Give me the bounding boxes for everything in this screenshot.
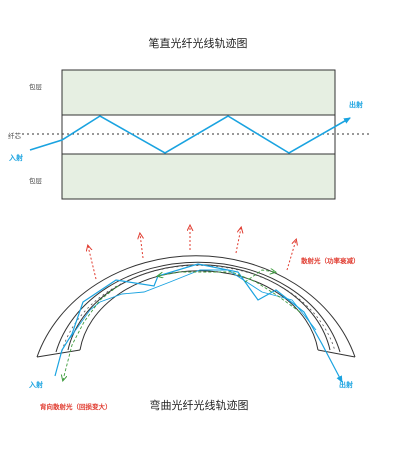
bent-output-label: 出射: [339, 380, 353, 389]
bent-ray-path-1: [54, 263, 343, 383]
backscatter-path-2: [63, 285, 119, 380]
bent-core-inner: [67, 264, 331, 351]
bent-end-left: [36, 349, 81, 358]
cladding-top-label: 包层: [29, 82, 43, 91]
cladding-bottom: [61, 153, 336, 200]
straight-ray-path: [29, 115, 351, 154]
scatter-arrow-4: [235, 228, 241, 254]
backscatter-label: 背向散射光（回损变大）: [40, 402, 112, 411]
bent-title: 弯曲光纤光线轨迹图: [150, 398, 249, 412]
cladding-bottom-label: 包层: [29, 176, 43, 185]
bent-ray-path-2: [69, 269, 317, 339]
core-label: 纤芯: [8, 131, 22, 140]
straight-title: 笔直光纤光线轨迹图: [149, 36, 248, 50]
cladding-top: [61, 69, 336, 116]
scatter-arrow-2: [140, 234, 143, 259]
scatter-arrow-5: [286, 240, 296, 271]
scatter-label: 散射光（功率衰减）: [301, 256, 360, 265]
backscatter-path: [158, 271, 301, 313]
bent-input-label: 入射: [28, 380, 43, 389]
bent-fiber-outer: [36, 255, 356, 358]
bent-end-right: [317, 349, 356, 358]
bent-fiber-axis: [61, 265, 336, 352]
straight-input-label: 入射: [8, 153, 23, 162]
straight-output-label: 出射: [349, 100, 363, 109]
scatter-arrow-1: [88, 246, 97, 280]
backscatter-path-3: [244, 270, 275, 283]
